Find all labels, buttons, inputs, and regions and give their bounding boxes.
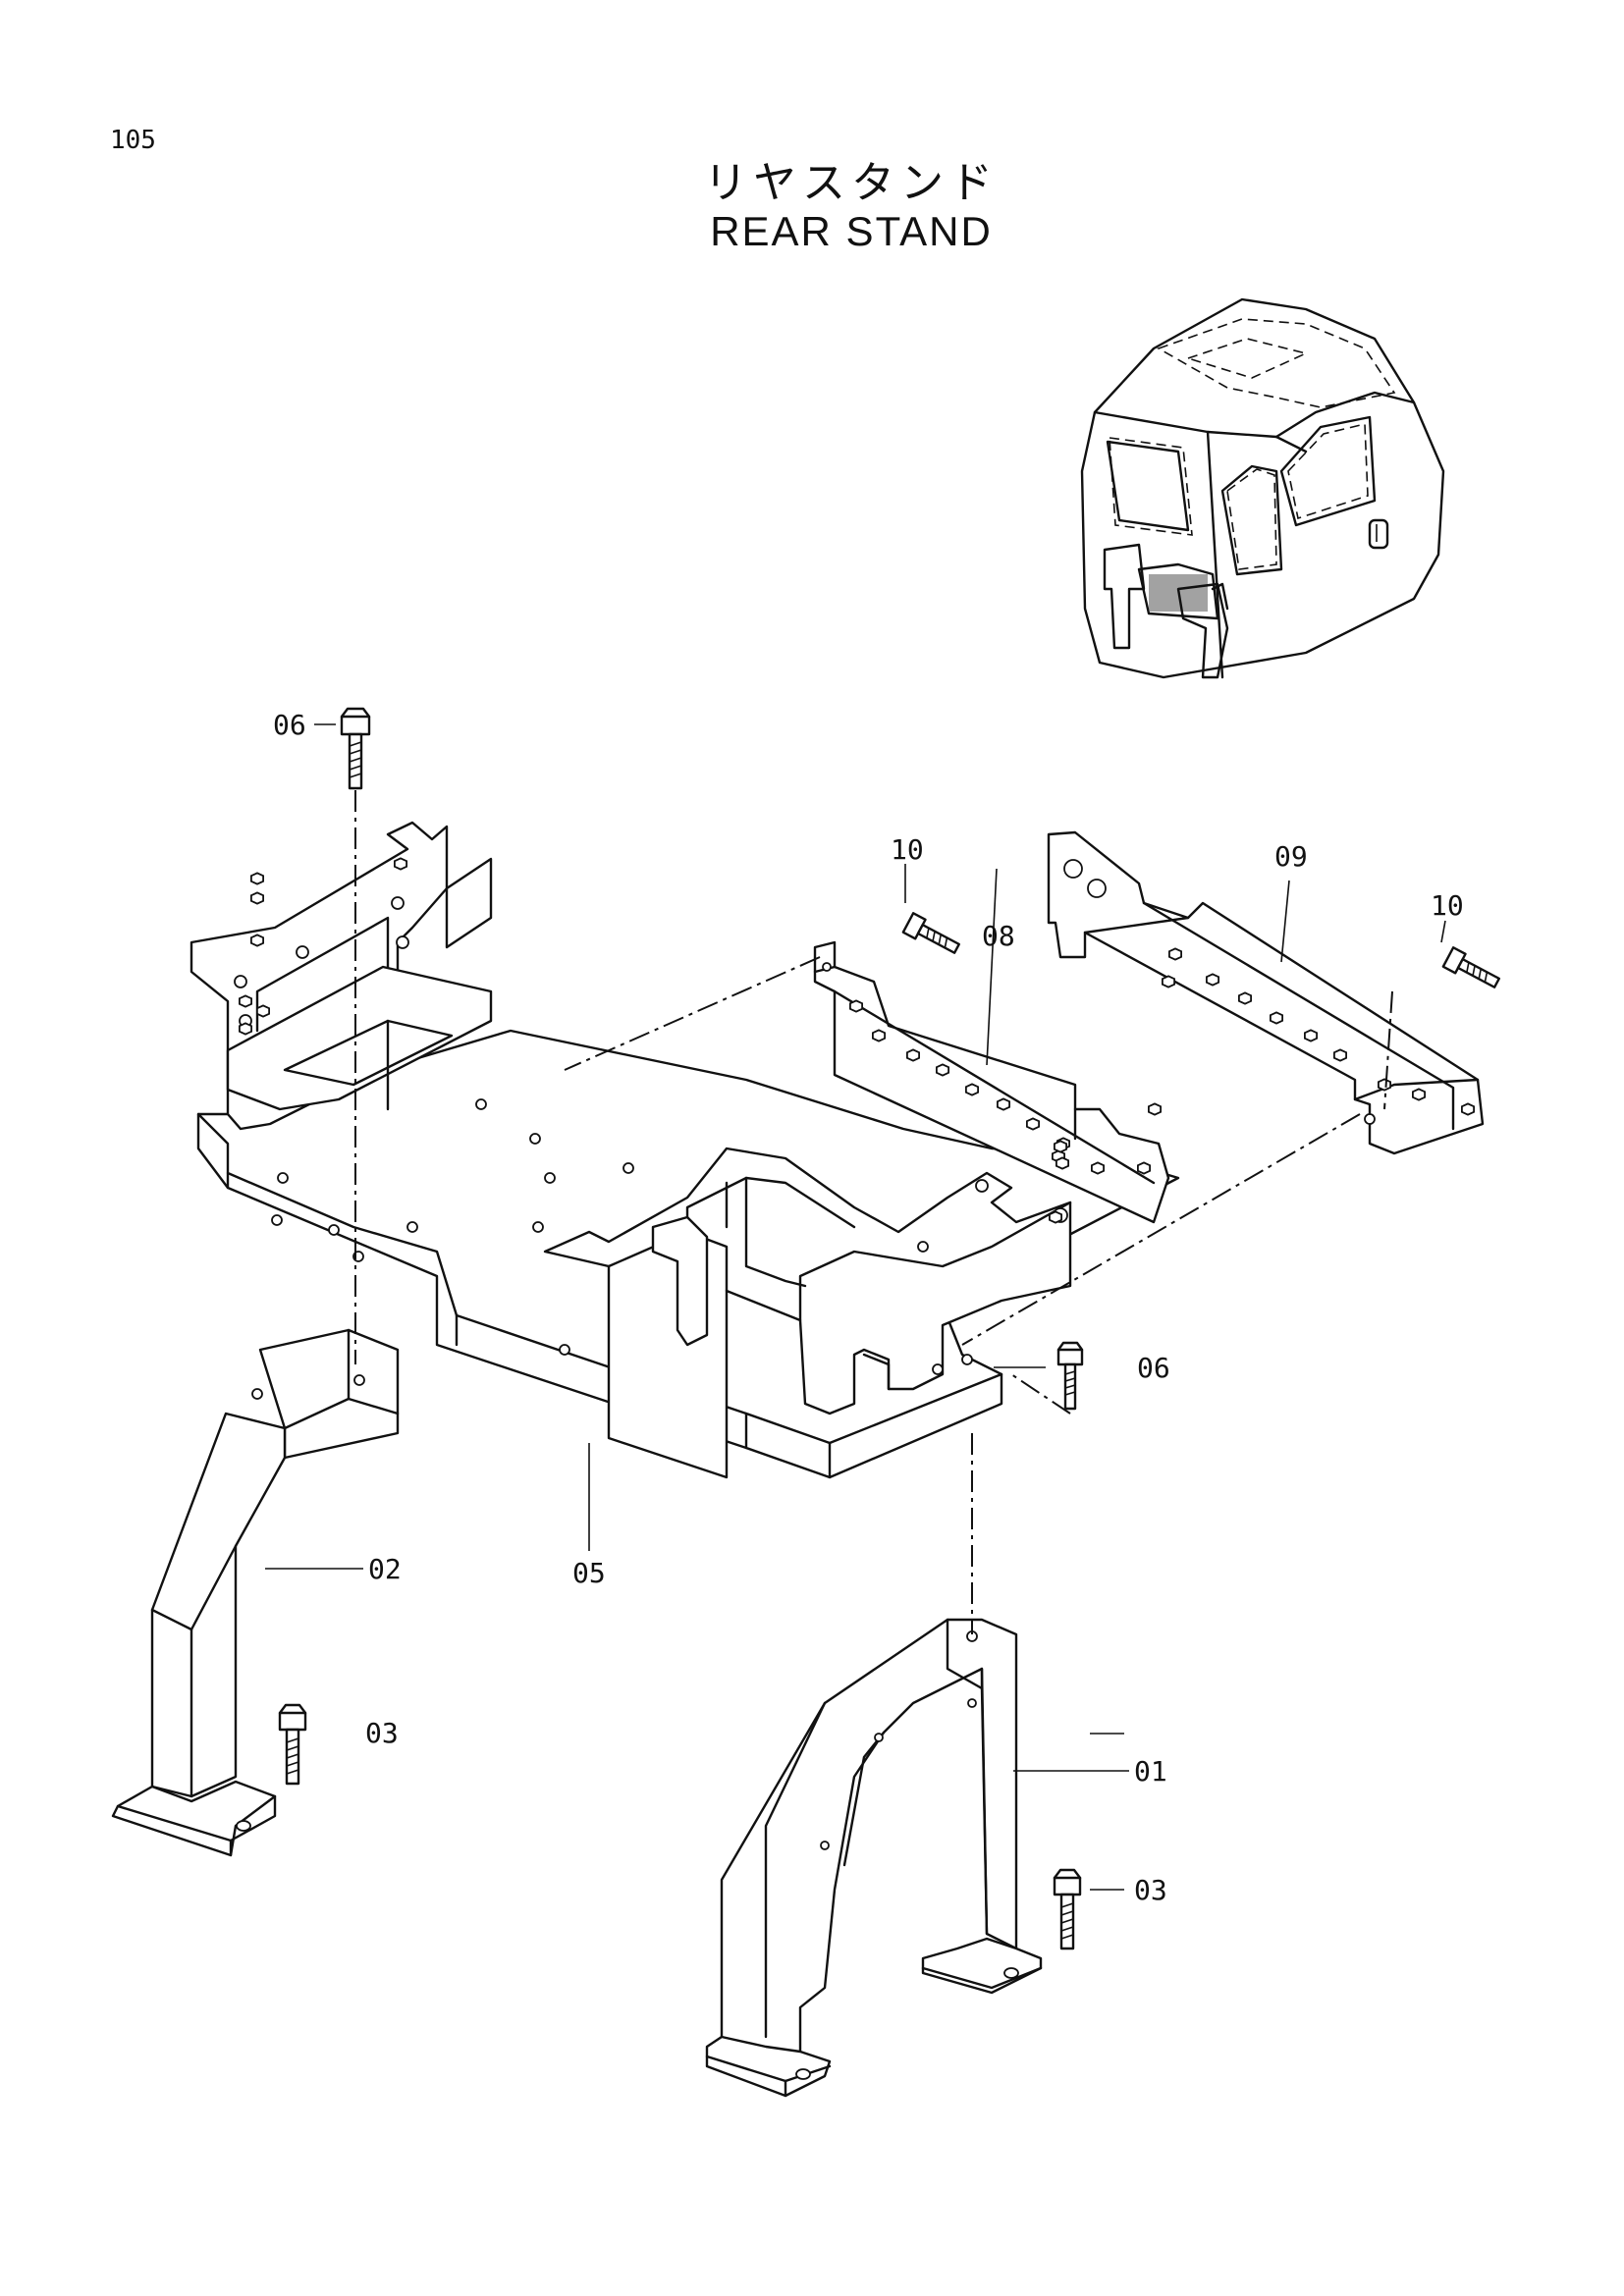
bolt-03-right <box>1053 1868 1082 1950</box>
callout-01: 01 <box>1134 1755 1167 1788</box>
bolt-06-upper <box>340 707 371 790</box>
callout-09: 09 <box>1274 840 1308 873</box>
hex-nut-mark <box>1461 1102 1475 1116</box>
hex-nut-mark <box>997 1097 1010 1111</box>
hex-nut-mark <box>1056 1156 1069 1170</box>
nut-markers <box>239 857 1475 1224</box>
bolt-10-right <box>1441 946 1500 988</box>
callout-10-right: 10 <box>1431 889 1464 922</box>
bolt-10-left <box>901 912 960 954</box>
callout-leaders <box>265 723 1446 1891</box>
hex-nut-mark <box>250 872 264 885</box>
hex-nut-mark <box>1238 991 1252 1005</box>
part-02-left-stand <box>111 1328 400 1857</box>
callout-labels: 06 10 08 09 10 06 02 05 03 01 03 <box>273 709 1464 1906</box>
hex-nut-mark <box>1026 1117 1040 1131</box>
hex-nut-mark <box>256 1004 270 1018</box>
hex-nut-mark <box>849 999 863 1013</box>
hex-nut-mark <box>1091 1161 1105 1175</box>
callout-03-left: 03 <box>365 1717 399 1749</box>
title-english: REAR STAND <box>710 208 993 254</box>
hex-nut-mark <box>1148 1102 1162 1116</box>
hex-nut-mark <box>906 1048 920 1062</box>
callout-06-upper: 06 <box>273 709 306 741</box>
hex-nut-mark <box>1162 975 1175 988</box>
hex-nut-mark <box>239 994 252 1008</box>
hex-nut-mark <box>1270 1011 1283 1025</box>
hex-nut-mark <box>1304 1029 1318 1042</box>
page-number: 105 <box>110 126 156 155</box>
bolt-03-left <box>278 1703 307 1786</box>
callout-08: 08 <box>982 920 1015 952</box>
hex-nut-mark <box>1137 1161 1151 1175</box>
part-01-right-stand <box>705 1618 1043 2098</box>
hex-nut-mark <box>250 891 264 905</box>
callout-03-right: 03 <box>1134 1874 1167 1906</box>
hex-nut-mark <box>1333 1048 1347 1062</box>
title-japanese: リヤスタンド <box>704 158 999 208</box>
part-09-nut-plate <box>1047 830 1485 1155</box>
assembly-centerlines <box>354 790 1393 1634</box>
hex-nut-mark <box>1054 1140 1067 1153</box>
hex-nut-mark <box>872 1029 886 1042</box>
hex-nut-mark <box>1378 1078 1391 1092</box>
hex-nut-mark <box>239 1022 252 1036</box>
hex-nut-mark <box>1412 1088 1426 1101</box>
hex-nut-mark <box>250 934 264 947</box>
callout-05: 05 <box>572 1557 606 1589</box>
hex-nut-mark <box>394 857 407 871</box>
part-08-nut-plate <box>813 940 1170 1224</box>
hex-nut-mark <box>1168 947 1182 961</box>
callout-10-left: 10 <box>891 833 924 866</box>
cab-locator-view <box>1080 297 1445 679</box>
hex-nut-mark <box>1206 973 1219 987</box>
hex-nut-mark <box>1049 1210 1062 1224</box>
hex-nut-mark <box>936 1063 949 1077</box>
bolt-06-lower <box>1056 1341 1084 1411</box>
callout-02: 02 <box>368 1553 402 1585</box>
hex-nut-mark <box>965 1083 979 1096</box>
callout-06-lower: 06 <box>1137 1352 1170 1384</box>
